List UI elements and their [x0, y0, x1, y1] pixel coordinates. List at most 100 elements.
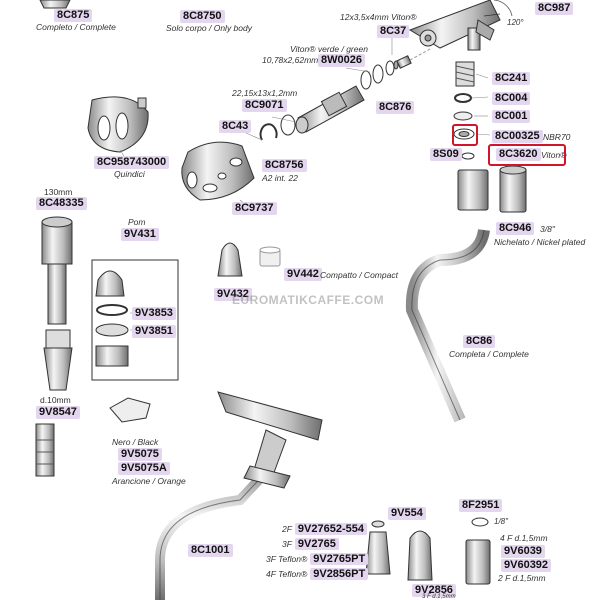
ring-9V3851	[95, 323, 129, 337]
part-code-8C987: 8C987	[535, 2, 574, 15]
valve-body-fragment	[39, 0, 71, 9]
part-code-8S09: 8S09	[430, 148, 462, 161]
tip-9V442	[259, 246, 281, 267]
part-note2-8C946: Nichelato / Nickel plated	[494, 237, 586, 247]
part-note-8C86: Completa / Complete	[449, 349, 529, 359]
clip-9V5075	[109, 397, 151, 423]
part-code-8C876: 8C876	[376, 101, 415, 114]
seal-8S09	[461, 152, 475, 160]
part-code-9V3851: 9V3851	[132, 325, 176, 338]
part-code-9V60392: 9V60392	[501, 559, 552, 572]
part-code-8C8756: 8C8756	[262, 159, 307, 172]
part-code-9V5075: 9V5075	[118, 448, 162, 461]
highlight-seal-circle	[452, 124, 478, 146]
part-note-9V5075A: Arancione / Orange	[112, 476, 186, 486]
part-note-8C9071: 22,15x13x1,2mm	[232, 88, 298, 98]
seal-8C00325	[453, 128, 475, 140]
part-code-9V8547: 9V8547	[36, 406, 80, 419]
part-note-8C875: Completo / Complete	[36, 22, 116, 32]
part-note-9V5075: Nero / Black	[112, 437, 159, 447]
fitting-8C946	[457, 165, 527, 213]
part-code-8C8750: 8C8750	[180, 10, 225, 23]
variant-prefix-3: 3F Teflon®	[266, 554, 308, 564]
oring-8C004	[454, 93, 472, 103]
highlight-8C3620-label	[488, 144, 566, 166]
part-note-8F2951: 1/8"	[494, 517, 508, 526]
part-note-8C37: 12x3,5x4mm Viton®	[340, 12, 417, 22]
part-note-8C48335: 130mm	[44, 187, 73, 197]
washer-8C9071	[280, 114, 296, 136]
tip-9V6039	[465, 539, 491, 585]
part-note-9V2856: 3 F d.1,5mm	[422, 594, 456, 600]
part-code-8C9737: 8C9737	[232, 202, 277, 215]
part-code-9V5075A: 9V5075A	[118, 462, 170, 475]
part-code-9V6039: 9V6039	[501, 545, 545, 558]
part-code-8C946: 8C946	[496, 222, 535, 235]
part-note-8C946: 3/8"	[540, 224, 555, 234]
part-code-8C37: 8C37	[377, 25, 410, 38]
part-note-8W0026-a: Viton® verde / green	[290, 44, 368, 54]
part-code-9V442: 9V442	[284, 268, 322, 281]
part-code-9V432: 9V432	[214, 288, 252, 301]
part-note-9V442: Compatto / Compact	[320, 270, 398, 280]
wand-body	[217, 391, 323, 489]
part-note-8W0026-b: 10,78x2,62mm	[262, 55, 319, 65]
steam-wand-8C1001	[155, 466, 272, 600]
variant-code-3: 9V2765PT	[310, 553, 369, 565]
variant-code-1: 9V27652-554	[294, 523, 367, 535]
part-code-8C875: 8C875	[54, 9, 93, 22]
part-note-8C958743000: Quindici	[114, 169, 145, 179]
variant-code-2: 9V2765	[294, 538, 339, 550]
part-note-9V431: Pom	[128, 217, 146, 227]
variant-prefix-2: 3F	[282, 539, 292, 549]
part-code-8F2951: 8F2951	[459, 499, 503, 512]
part-code-8C43: 8C43	[219, 120, 252, 133]
watermark-text: EUROMATIKCAFFE.COM	[232, 293, 385, 307]
variant-row-4: 4F Teflon®9V2856PT	[266, 566, 369, 581]
washer-8F2951	[471, 517, 489, 527]
variant-code-4: 9V2856PT	[310, 568, 369, 580]
variant-prefix-1: 2F	[282, 524, 292, 534]
part-code-8C9071: 8C9071	[242, 99, 287, 112]
part-code-8C241: 8C241	[492, 72, 531, 85]
nozzle-tips	[365, 520, 433, 581]
part-note-8C987: 120°	[507, 18, 524, 27]
variant-row-3: 3F Teflon®9V2765PT	[266, 551, 369, 566]
valve-stem	[295, 85, 365, 134]
part-code-8C3620: 8C3620	[496, 148, 541, 161]
nozzle-cap	[95, 270, 125, 297]
part-note-9V8547: d.10mm	[40, 395, 71, 405]
part-code-8C86: 8C86	[463, 335, 496, 348]
steam-valve-body	[408, 0, 501, 51]
rod-9V8547	[35, 423, 55, 477]
oring-9V3853	[96, 304, 128, 316]
part-code-9V2856: 9V2856	[412, 584, 456, 597]
part-code-9V431: 9V431	[121, 228, 159, 241]
part-code-8W0026: 8W0026	[318, 54, 365, 67]
part-code-8C001: 8C001	[492, 110, 531, 123]
part-code-8C00325: 8C00325	[492, 130, 543, 143]
spring-8C241	[455, 61, 475, 87]
sleeve	[95, 345, 129, 367]
knob-quindici	[87, 96, 149, 153]
disc-8C001	[453, 111, 473, 121]
part-note-8C8756: A2 int. 22	[262, 173, 298, 183]
tip-9V432	[217, 242, 243, 277]
part-note-8C00325: NBR70	[543, 132, 571, 142]
circlip-8C43	[259, 123, 278, 141]
part-code-9V554: 9V554	[388, 507, 426, 520]
knob-8C9737	[181, 141, 255, 201]
part-note-9V6039: 4 F d.1,5mm	[500, 533, 548, 543]
part-code-8C1001: 8C1001	[188, 544, 233, 557]
variant-prefix-4: 4F Teflon®	[266, 569, 308, 579]
part-note-8C8750: Solo corpo / Only body	[166, 23, 252, 33]
part-note-9V60392: 2 F d.1,5mm	[498, 573, 546, 583]
part-code-8C004: 8C004	[492, 92, 531, 105]
part-code-9V3853: 9V3853	[132, 307, 176, 320]
seal-row-top	[360, 55, 412, 90]
part-code-8C958743000: 8C958743000	[94, 156, 170, 169]
